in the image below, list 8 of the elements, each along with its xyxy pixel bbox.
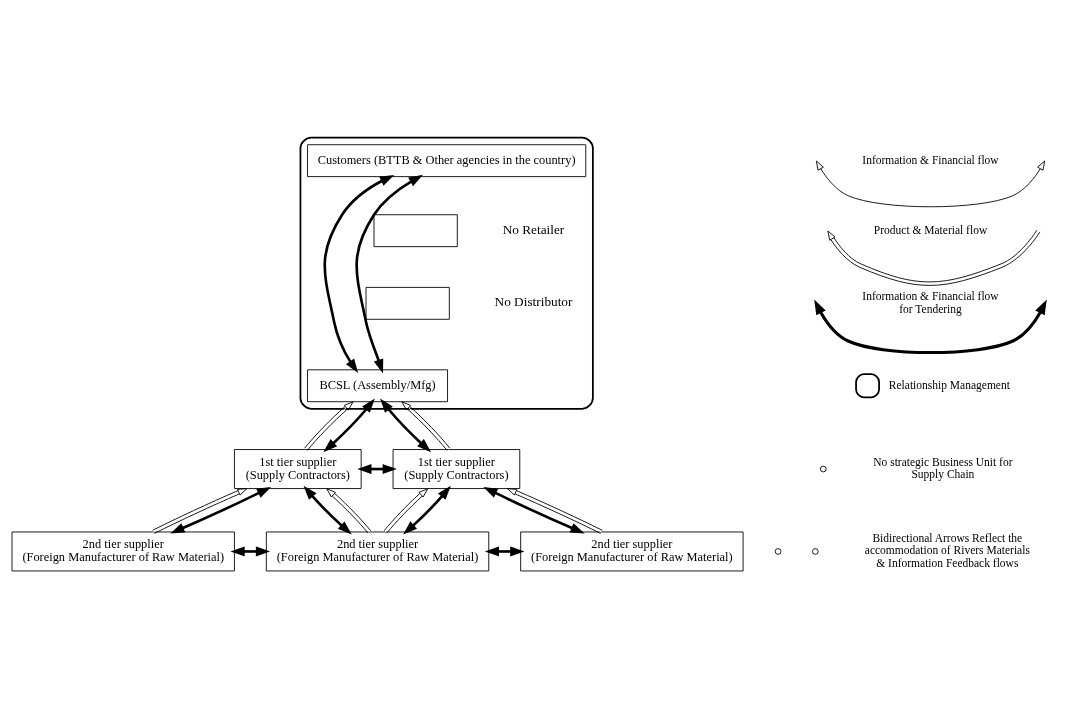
- legend-label: Product & Material flow: [873, 223, 988, 236]
- legend-label: Information & Financial flow for Tendering: [862, 290, 999, 315]
- node-label: No Retailer: [502, 221, 565, 237]
- legend-label: Relationship Management: [888, 378, 1010, 391]
- node-label: No Distributor: [494, 294, 573, 310]
- legend-label: Information & Financial flow: [862, 153, 999, 166]
- label: Bidirectional Arrows Reflect the accommodation of Rivers Materials & Information Feedback flows: [864, 532, 1030, 569]
- label: No strategic Business Unit for Supply Chain: [873, 455, 1013, 481]
